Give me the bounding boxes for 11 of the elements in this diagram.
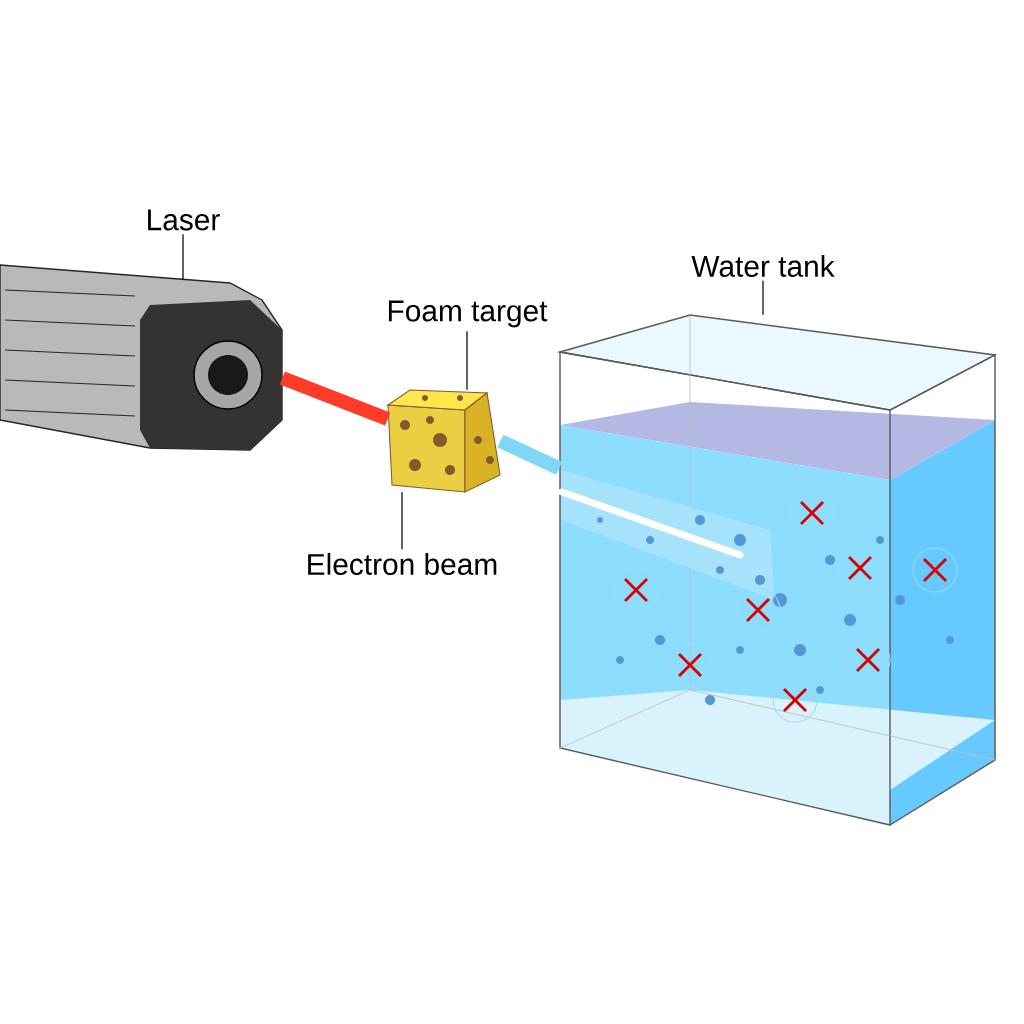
leader-line	[401, 491, 403, 550]
label-text: Water tank	[691, 255, 835, 277]
leader-line	[182, 233, 184, 281]
beam	[279, 371, 391, 426]
leader-line	[762, 280, 764, 316]
label-text: Foam target	[388, 300, 548, 328]
label-text: Laser	[148, 209, 220, 231]
leader-line	[466, 330, 468, 391]
beam	[497, 434, 563, 475]
label-text: Electron beam	[308, 553, 497, 575]
laser-drawing	[0, 264, 283, 451]
